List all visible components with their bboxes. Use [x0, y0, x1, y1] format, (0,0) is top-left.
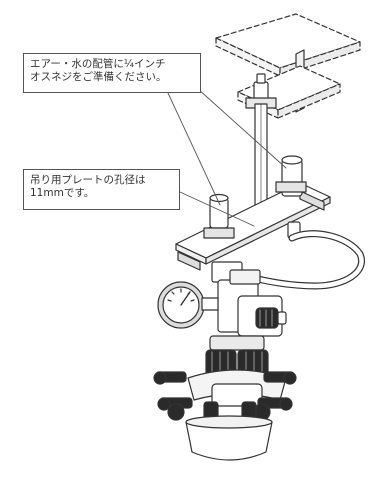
leader-lines: [167, 79, 287, 227]
manifold: [187, 335, 287, 407]
regulator: [237, 295, 287, 337]
fitting-right: [275, 155, 307, 239]
hose: [240, 230, 365, 290]
nozzle-left-lower: [157, 397, 193, 421]
nozzle-right-upper: [263, 371, 297, 385]
pressure-gauge: [157, 281, 219, 329]
bowl: [185, 415, 273, 461]
hanging-plate: [175, 182, 331, 271]
fitting-left: [203, 193, 235, 239]
nozzle-right-lower: [253, 397, 293, 421]
nozzle-left-upper: [153, 371, 187, 385]
mounting-bracket: [215, 13, 361, 119]
piping-note-callout: エアー・水の配管に¼インチ オスネジをご準備ください。: [23, 53, 201, 93]
plate-hole-note-callout: 吊り用プレートの孔径は 11mmです。: [23, 169, 180, 210]
